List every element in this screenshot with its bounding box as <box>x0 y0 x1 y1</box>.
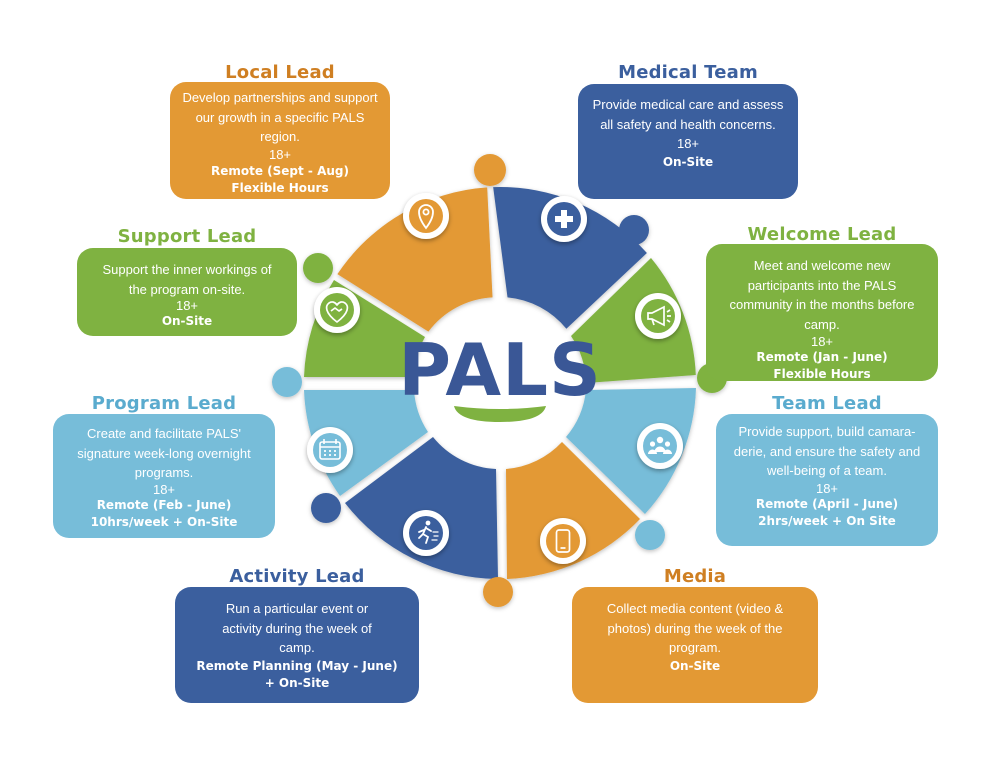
pals-logo: PALS <box>398 328 602 412</box>
media-title: Media <box>663 566 727 587</box>
local-lead-button[interactable] <box>403 193 449 239</box>
local-lead-detail: Flexible Hours <box>231 180 329 195</box>
media-box: Collect media content (video & photos) d… <box>572 587 818 703</box>
media-card: Media Collect media content (video & pho… <box>572 564 818 704</box>
puzzle-tab <box>311 493 341 523</box>
medical-team-age: 18+ <box>676 136 700 151</box>
activity-lead-button[interactable] <box>403 510 449 556</box>
puzzle-tab <box>272 367 302 397</box>
team-lead-title: Team Lead <box>772 393 882 414</box>
team-lead-detail: 2hrs/week + On Site <box>758 513 896 528</box>
program-lead-commitment: Remote (Feb - June) <box>96 497 232 512</box>
welcome-lead-card: Welcome Lead Meet and welcome new partic… <box>706 222 938 382</box>
medical-team-box: Provide medical care and assess all safe… <box>578 84 798 199</box>
puzzle-piece-medical <box>493 186 647 329</box>
running-person-icon <box>418 520 439 544</box>
team-lead-age: 18+ <box>815 480 839 496</box>
local-lead-card: Local Lead Develop partnerships and supp… <box>170 60 390 200</box>
program-lead-box: Create and facilitate PALS' signature we… <box>53 414 275 538</box>
support-lead-title: Support Lead <box>117 226 257 247</box>
activity-lead-detail: + On-Site <box>264 675 330 690</box>
local-lead-title: Local Lead <box>225 62 335 83</box>
team-lead-commitment: Remote (April - June) <box>755 496 899 511</box>
puzzle-piece-activity <box>345 437 498 579</box>
calendar-icon <box>319 439 341 460</box>
support-lead-commitment: On-Site <box>161 314 213 328</box>
media-description: Collect media content (video & photos) d… <box>606 601 784 655</box>
map-pin-icon <box>418 204 434 230</box>
puzzle-tab <box>483 577 513 607</box>
team-lead-box: Provide support, build camara-derie, and… <box>716 414 938 546</box>
support-lead-card: Support Lead Support the inner workings … <box>77 224 297 336</box>
media-commitment: On-Site <box>669 658 721 673</box>
welcome-lead-button[interactable] <box>635 293 681 339</box>
activity-lead-box: Run a particular event or activity durin… <box>175 587 419 703</box>
group-icon <box>648 436 672 454</box>
puzzle-tab <box>474 154 506 186</box>
puzzle-tab <box>619 215 649 245</box>
support-lead-description: Support the inner workings of the progra… <box>102 262 272 297</box>
pals-logo-smile <box>454 406 546 422</box>
local-lead-age: 18+ <box>268 146 292 162</box>
puzzle-piece-team <box>566 388 696 514</box>
medical-team-commitment: On-Site <box>662 154 714 169</box>
welcome-lead-title: Welcome Lead <box>747 224 897 245</box>
local-lead-box: Develop partnerships and support our gro… <box>170 82 390 199</box>
activity-lead-commitment: Remote Planning (May - June) <box>196 658 398 673</box>
team-lead-description: Provide support, build camara-derie, and… <box>733 424 921 478</box>
local-lead-commitment: Remote (Sept - Aug) <box>210 163 349 178</box>
support-lead-button[interactable] <box>314 287 360 333</box>
activity-lead-card: Activity Lead Run a particular event or … <box>175 564 419 704</box>
program-lead-description: Create and facilitate PALS' signature we… <box>77 426 251 480</box>
program-lead-button[interactable] <box>307 427 353 473</box>
puzzle-piece-welcome <box>571 258 696 383</box>
team-lead-card: Team Lead Provide support, build camara-… <box>716 391 938 547</box>
welcome-lead-box: Meet and welcome new participants into t… <box>706 244 938 381</box>
megaphone-icon <box>647 305 671 327</box>
phone-icon <box>555 529 571 553</box>
medical-team-title: Medical Team <box>618 62 758 83</box>
medical-team-card: Medical Team Provide medical care and as… <box>578 60 798 200</box>
local-lead-description: Develop partnerships and support our gro… <box>182 90 378 144</box>
support-lead-box: Support the inner workings of the progra… <box>77 248 297 336</box>
welcome-lead-description: Meet and welcome new participants into t… <box>729 258 915 332</box>
puzzle-piece-local-lead <box>337 187 493 332</box>
heart-handshake-icon <box>325 301 349 323</box>
program-lead-title: Program Lead <box>91 393 237 414</box>
program-lead-card: Program Lead Create and facilitate PALS'… <box>53 391 275 539</box>
medical-team-description: Provide medical care and assess all safe… <box>592 97 784 132</box>
welcome-lead-detail: Flexible Hours <box>773 367 871 381</box>
media-button[interactable] <box>540 518 586 564</box>
activity-lead-title: Activity Lead <box>229 566 365 587</box>
welcome-lead-commitment: Remote (Jan - June) <box>756 350 888 364</box>
welcome-lead-age: 18+ <box>810 334 834 349</box>
program-lead-detail: 10hrs/week + On-Site <box>90 514 238 529</box>
puzzle-tab <box>635 520 665 550</box>
program-lead-age: 18+ <box>152 481 176 497</box>
puzzle-tab <box>303 253 333 283</box>
medical-team-button[interactable] <box>541 196 587 242</box>
activity-lead-description: Run a particular event or activity durin… <box>222 601 372 655</box>
puzzle-piece-media <box>506 442 640 579</box>
support-lead-age: 18+ <box>175 298 199 313</box>
medical-cross-icon <box>555 210 573 228</box>
team-lead-button[interactable] <box>637 423 683 469</box>
